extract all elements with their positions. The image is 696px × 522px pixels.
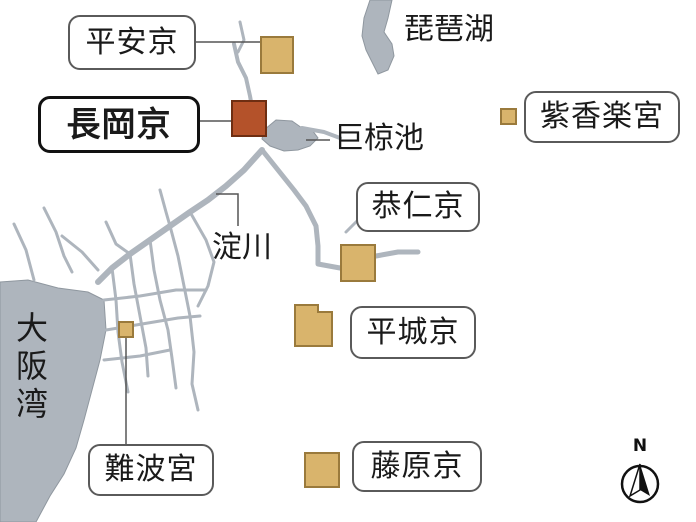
yodogawa-label: 淀川 (212, 230, 272, 265)
nagaokakyo-label: 長岡京 (38, 96, 200, 153)
fujiwarakyo-site (304, 452, 340, 488)
naniwanomiya-site (118, 321, 134, 338)
shigarakinomiya-site (500, 108, 517, 125)
north-tributary-3 (60, 234, 100, 272)
north-arrow: N (620, 436, 660, 508)
north-letter: N (632, 436, 648, 456)
oguraike-label: 巨椋池 (334, 121, 424, 156)
lake-biwa-label: 琵琶湖 (404, 12, 494, 47)
river-network (12, 20, 421, 412)
north-arrow-icon (620, 463, 660, 504)
kuniikyo-label: 恭仁京 (356, 182, 480, 232)
north-tributary-4 (12, 222, 36, 282)
osaka-bay-label: 大阪湾 (15, 309, 48, 423)
yodo-branch-1 (188, 210, 216, 308)
oguraike-water (261, 119, 319, 152)
north-tributary-2 (104, 220, 132, 256)
nagaokakyo-site (231, 100, 267, 137)
yodo-river-main (95, 147, 265, 285)
leader-yodogawa (216, 193, 239, 226)
lake-biwa-water (361, 0, 395, 75)
heijokyo-site (294, 304, 333, 347)
kuniikyo-site (340, 244, 376, 282)
kizu-river (259, 147, 421, 271)
heijokyo-label: 平城京 (350, 306, 476, 359)
delta-cross-3 (102, 348, 172, 362)
fujiwarakyo-label: 藤原京 (352, 441, 482, 492)
north-tributary-1 (158, 188, 172, 228)
yodo-branch-3 (148, 238, 178, 390)
naniwanomiya-label: 難波宮 (88, 444, 214, 496)
uji-river (300, 126, 342, 140)
heiankyo-site (260, 36, 294, 74)
delta-cross-1 (102, 288, 208, 302)
upper-tributary (236, 20, 246, 54)
yodo-branch-4 (128, 252, 150, 378)
shigarakinomiya-label: 紫香楽宮 (524, 91, 680, 143)
leader-lines (125, 41, 330, 444)
osaka-bay-water (0, 279, 107, 522)
north-tributary-5 (42, 206, 74, 274)
heiankyo-label: 平安京 (68, 15, 196, 70)
